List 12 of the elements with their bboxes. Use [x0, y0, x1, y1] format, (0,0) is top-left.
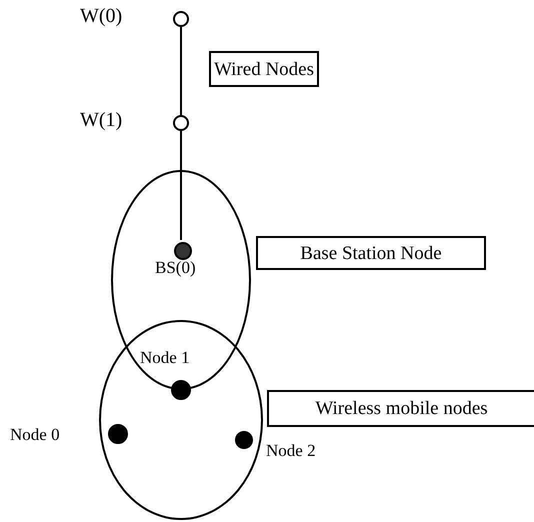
node-label: W(0)	[80, 6, 122, 26]
node-label: Node 0	[10, 426, 60, 443]
caption-box: Base Station Node	[256, 236, 486, 270]
node-label: Node 1	[140, 349, 190, 366]
node-label: Node 2	[266, 442, 316, 459]
cell-ellipse	[99, 320, 263, 520]
connector-line	[180, 131, 182, 240]
connector-line	[180, 27, 182, 115]
node-label: W(1)	[80, 110, 122, 130]
caption-box: Wireless mobile nodes	[267, 390, 534, 427]
caption-box: Wired Nodes	[209, 51, 319, 87]
node-label: BS(0)	[155, 259, 196, 276]
